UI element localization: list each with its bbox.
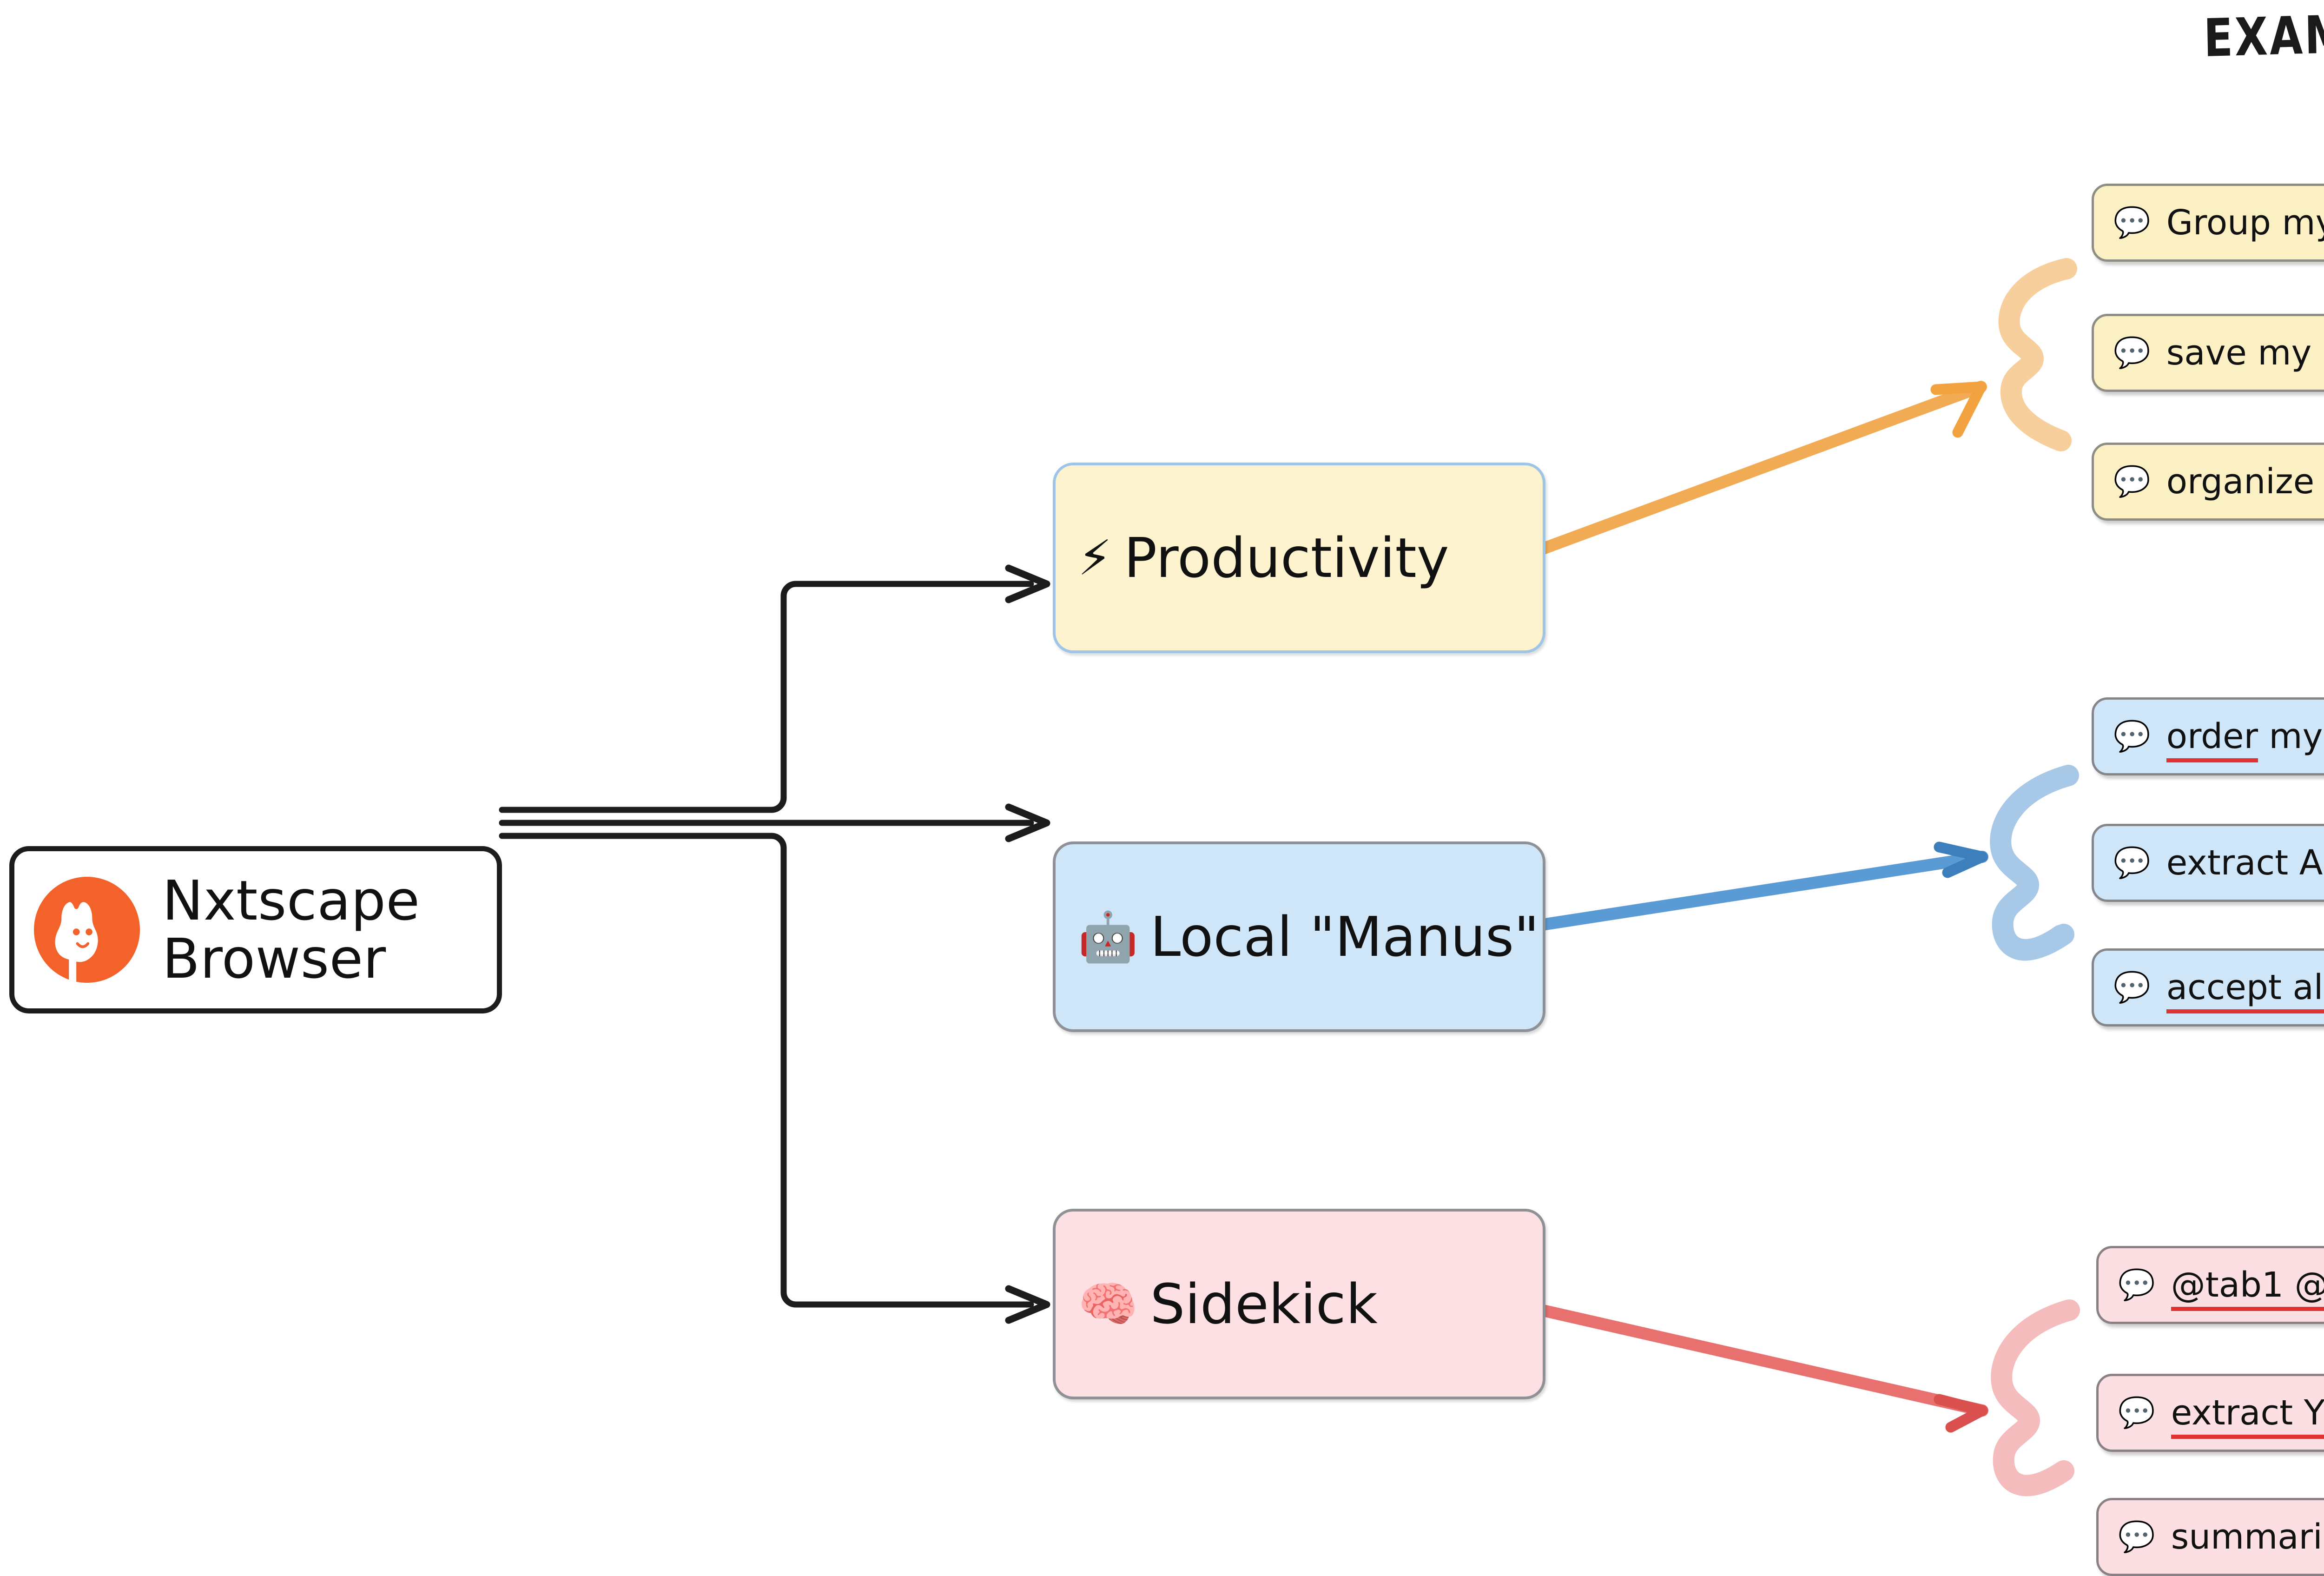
root-to-category-connectors [499, 581, 1034, 1308]
category-label-sidekick: Sidekick [1150, 1272, 1378, 1336]
category-label-local-manus: Local "Manus" [1150, 905, 1539, 969]
connector-root-to-sidekick [499, 833, 1034, 1308]
usecase-card-text: save my browsing session as "research" [2166, 333, 2324, 373]
brace-sidekick [1991, 1299, 2080, 1497]
usecase-card-text: order my washing detergent from amazon [2166, 716, 2324, 762]
dog-logo-icon [34, 877, 140, 983]
usecase-card-text: extract YC company website from this pag… [2171, 1393, 2324, 1439]
speech-bubble-icon: 💬 [2113, 464, 2151, 499]
brace-productivity [1998, 258, 2077, 451]
speech-bubble-icon: 💬 [2118, 1520, 2155, 1554]
arrow-manus-to-usecases [1533, 841, 1988, 931]
arrowhead-sidekick [1005, 1285, 1050, 1324]
usecase-card[interactable]: 💬 extract AI posts from my twitter feed [2092, 824, 2324, 902]
usecase-braces [1990, 258, 2080, 1497]
brain-icon: 🧠 [1078, 1276, 1138, 1332]
usecase-card[interactable]: 💬 organize my bookmarks smartly [2092, 443, 2324, 521]
usecase-card-text: extract AI posts from my twitter feed [2166, 843, 2324, 883]
usecase-card[interactable]: 💬 Group my tabs and close all youtube ta… [2092, 184, 2324, 262]
usecase-card-text: summarise comments from this HN post [2171, 1517, 2324, 1557]
speech-bubble-icon: 💬 [2118, 1268, 2155, 1302]
category-box-sidekick[interactable]: 🧠 Sidekick [1053, 1209, 1545, 1399]
speech-bubble-icon: 💬 [2113, 205, 2151, 240]
category-label-productivity: Productivity [1124, 526, 1449, 590]
usecase-card[interactable]: 💬 extract YC company website from this p… [2096, 1374, 2324, 1452]
speech-bubble-icon: 💬 [2113, 336, 2151, 370]
speech-bubble-icon: 💬 [2113, 970, 2151, 1005]
arrowhead-productivity [1005, 564, 1050, 603]
usecase-card-text: accept all connections on linkedin [2166, 967, 2324, 1013]
usecase-card-text: @tab1 @tab2 summarise both tabs [2171, 1265, 2324, 1311]
root-label-line1: Nxtscape [162, 868, 420, 933]
usecase-card[interactable]: 💬 order my washing detergent from amazon [2092, 697, 2324, 775]
speech-bubble-icon: 💬 [2113, 719, 2151, 754]
connector-root-to-productivity [499, 581, 1034, 813]
usecase-card[interactable]: 💬 accept all connections on linkedin [2092, 948, 2324, 1026]
arrow-sidekick-to-usecases [1533, 1304, 1988, 1433]
lightning-bolt-icon: ⚡ [1078, 530, 1112, 586]
root-node-label: Nxtscape Browser [162, 868, 420, 991]
connector-arrowheads [1005, 564, 1050, 1324]
root-node-nxtscape-browser[interactable]: Nxtscape Browser [9, 846, 502, 1013]
speech-bubble-icon: 💬 [2113, 846, 2151, 880]
usecase-card-text: organize my bookmarks smartly [2166, 462, 2324, 502]
robot-icon: 🤖 [1078, 908, 1138, 965]
page-title: EXAMPLE USE-CASES [2203, 0, 2324, 69]
usecase-card[interactable]: 💬 @tab1 @tab2 summarise both tabs [2096, 1246, 2324, 1324]
category-box-local-manus[interactable]: 🤖 Local "Manus" [1053, 841, 1545, 1032]
arrowhead-manus [1005, 803, 1050, 842]
speech-bubble-icon: 💬 [2118, 1396, 2155, 1430]
usecase-card-text: Group my tabs and close all youtube tabs [2166, 203, 2324, 243]
usecase-card[interactable]: 💬 save my browsing session as "research" [2092, 314, 2324, 392]
brace-manus [1990, 765, 2079, 961]
root-label-line2: Browser [162, 927, 386, 991]
category-box-productivity[interactable]: ⚡ Productivity [1053, 463, 1545, 653]
usecase-card[interactable]: 💬 summarise comments from this HN post [2096, 1498, 2324, 1576]
arrow-productivity-to-usecases [1533, 381, 1987, 556]
